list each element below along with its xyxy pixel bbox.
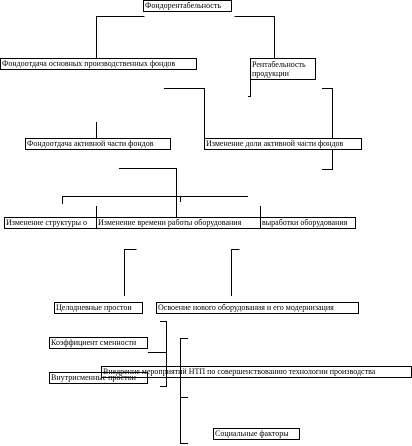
connector-root-left [96,16,145,58]
node-output-change: выработки оборудования [260,217,356,229]
node-active-share-change: Изменение доли активной части фондов [204,138,362,150]
connector-new-equipment [231,249,240,296]
node-structure-change: Изменение структуры о [4,217,99,229]
connector-active-share-top [164,88,205,138]
node-active-assets-productivity: Фондоотдача активной части фондов [25,138,171,150]
node-intrashift-downtime: Внутрисменные простои [49,372,148,384]
node-fixed-assets-productivity: Фондоотдача основных производственных фо… [0,58,197,70]
node-work-time-change: Изменение времени работы оборудования [96,217,263,229]
node-social-factors: Социальные факторы [213,428,300,440]
connector-level3-trunk [119,168,177,197]
connector-bracket-right [180,338,188,444]
node-new-equipment: Освоение нового оборудования и его модер… [156,302,359,314]
node-product-profitability: Рентабельность продукции [250,58,316,80]
connector-bracket-left [160,321,167,387]
connector-root-right [234,16,275,58]
connector-downtime [124,249,137,296]
node-all-day-downtime: Целодневные простои [54,302,143,314]
connector-right-bracket [322,88,333,170]
node-root: Фондорентабельность [143,0,232,12]
node-shift-ratio: Коэффициент сменности [49,337,148,349]
connector-level3-bar [62,196,248,204]
